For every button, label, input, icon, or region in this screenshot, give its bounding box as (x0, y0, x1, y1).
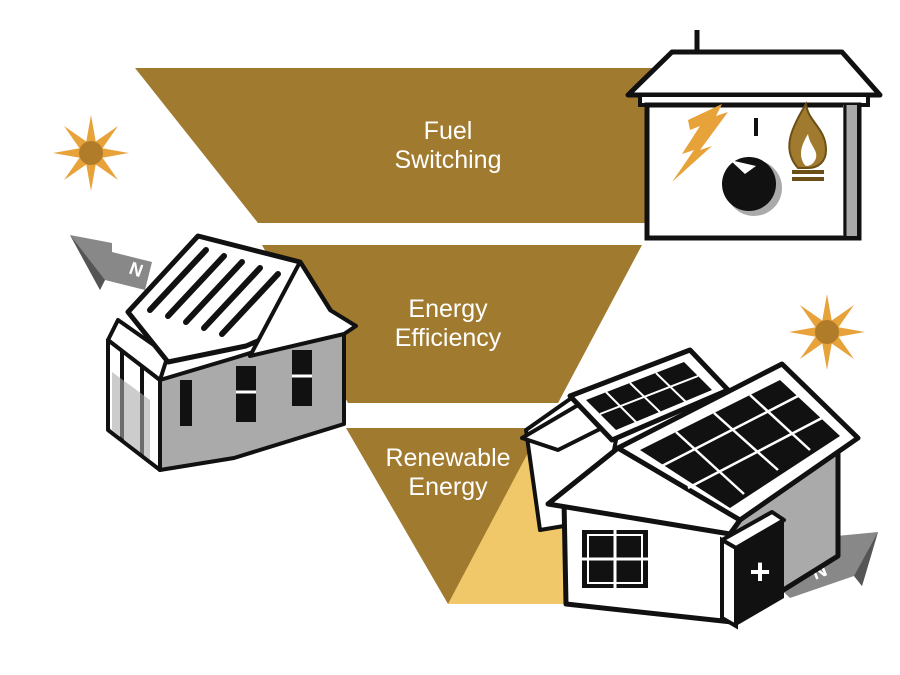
gauge-icon (722, 118, 782, 216)
flame-icon (788, 101, 828, 181)
tier-energy-efficiency-band (262, 245, 642, 403)
tier-fuel-switching-band (135, 68, 660, 223)
compass-arrow-icon: N (70, 235, 152, 290)
tier-label-fuel-line2: Switching (395, 146, 502, 174)
sun-icon (53, 115, 129, 191)
lightning-icon (672, 104, 728, 182)
sun-icon (789, 294, 865, 370)
tier-label-efficiency-line2: Efficiency (395, 324, 502, 352)
solar-panel-icon (640, 380, 840, 508)
tier-label-renewable-line1: Renewable (385, 444, 510, 472)
tier-labels: Fuel Switching Energy Efficiency Renewab… (385, 117, 510, 501)
battery-icon: + (720, 510, 786, 630)
renewable-energy-house: N (520, 347, 878, 630)
energy-efficiency-house: N (70, 233, 358, 472)
tier-label-efficiency-line1: Energy (408, 295, 488, 323)
house-roof (625, 49, 883, 98)
tier-label-renewable-line2: Energy (408, 473, 488, 501)
battery-plus: + (749, 551, 770, 592)
fuel-switching-house (625, 30, 883, 241)
tier-label-fuel-line1: Fuel (424, 117, 473, 145)
compass-letter: N (127, 258, 146, 281)
